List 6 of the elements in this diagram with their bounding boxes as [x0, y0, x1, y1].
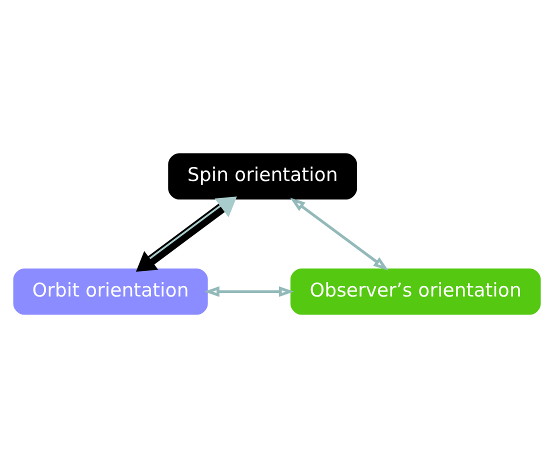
arrow: [136, 196, 237, 272]
arrow: [290, 197, 388, 270]
node-box: Spin orientation: [167, 152, 358, 200]
arrow: [204, 286, 294, 296]
node-box: Observer’s orientation: [290, 267, 542, 316]
node-box: Orbit orientation: [12, 267, 209, 316]
